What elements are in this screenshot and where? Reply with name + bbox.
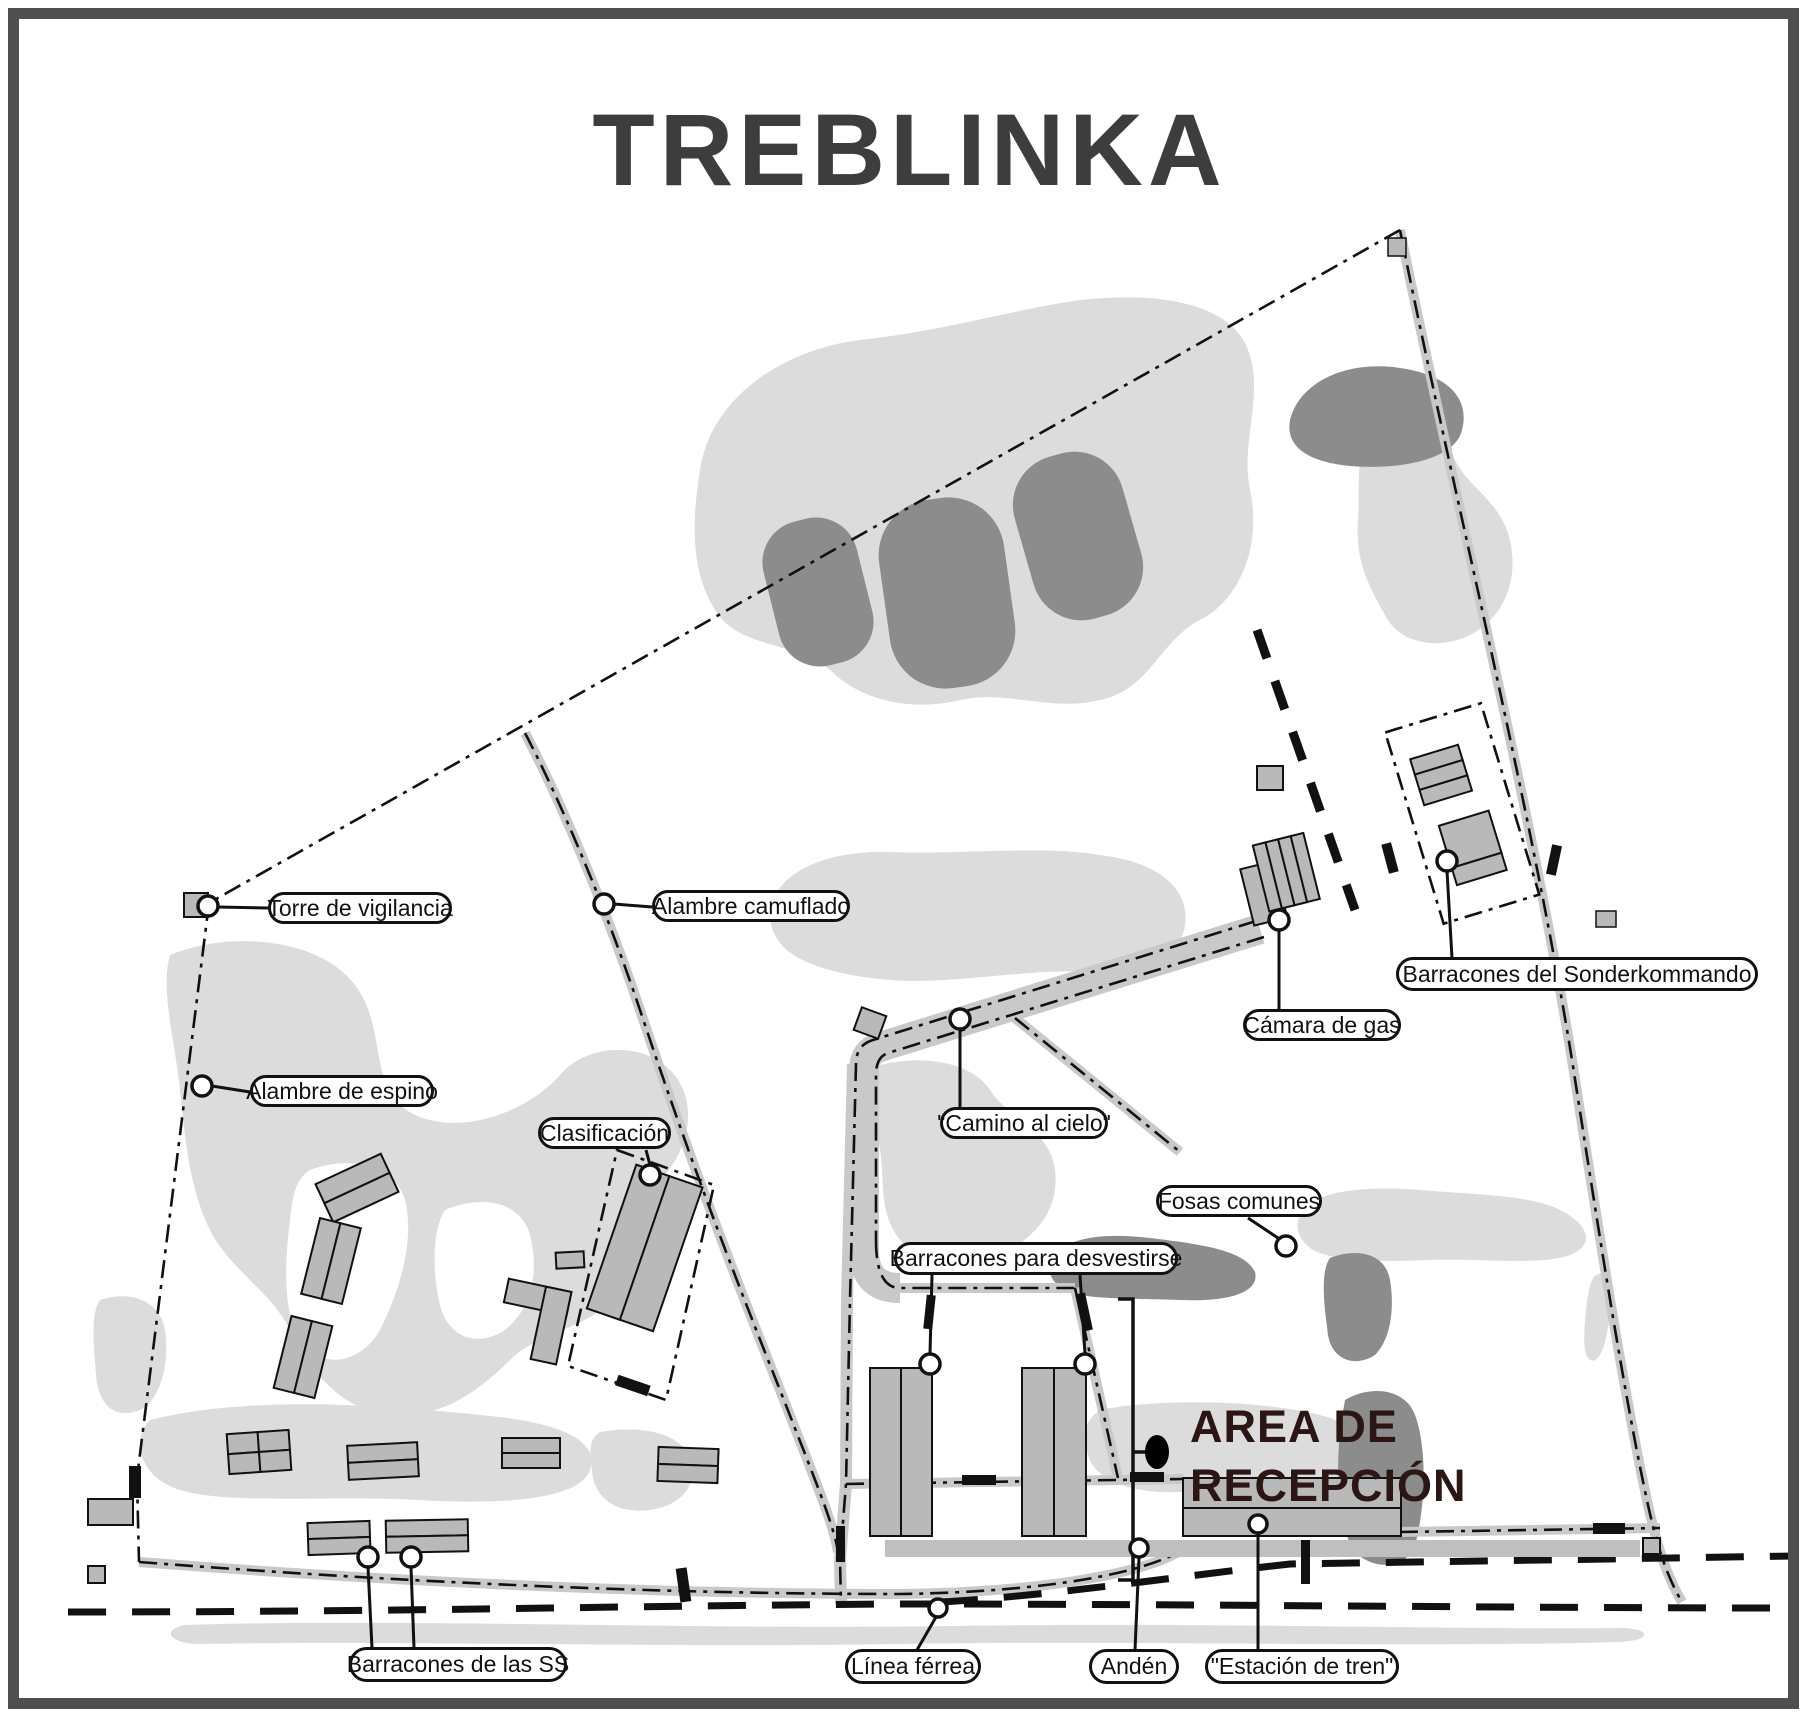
barrack xyxy=(314,1152,400,1224)
l-shaped-building xyxy=(502,1277,573,1366)
reception-area-label: AREA DE RECEPCIÓN xyxy=(1190,1398,1467,1515)
small-building xyxy=(852,1005,888,1041)
barrack xyxy=(656,1445,720,1485)
ss-barrack xyxy=(384,1518,470,1554)
train-station xyxy=(1182,1477,1402,1537)
sonderkommando-enclosure xyxy=(1383,701,1541,926)
reception-line1: AREA DE xyxy=(1190,1401,1398,1452)
leader-lines xyxy=(211,870,1454,1651)
label-anden: Andén xyxy=(1089,1649,1179,1684)
label-fosas-comunes: Fosas comunes xyxy=(1156,1185,1322,1217)
gate xyxy=(1301,1540,1310,1584)
building-outside-fence xyxy=(87,1498,134,1526)
small-building xyxy=(87,1565,106,1584)
label-estacion-de-tren: "Estación de tren" xyxy=(1205,1649,1399,1684)
gate xyxy=(1545,844,1563,876)
label-barracones-sonderkommando: Barracones del Sonderkommando xyxy=(1396,957,1758,991)
small-building xyxy=(1642,1537,1661,1555)
fence-reception-east xyxy=(1073,1287,1120,1479)
gate xyxy=(1130,1472,1164,1482)
fence-camouflaged-wire xyxy=(523,732,840,1553)
reception-dot xyxy=(1145,1435,1169,1469)
gate xyxy=(129,1466,141,1498)
reception-line2: RECEPCIÓN xyxy=(1190,1459,1467,1511)
label-torre-de-vigilancia: Torre de vigilancia xyxy=(267,892,453,924)
fence-reception-south xyxy=(845,1477,1184,1486)
railway-main xyxy=(67,1600,1796,1616)
page-title: TREBLINKA xyxy=(592,93,1227,207)
label-alambre-camuflado: Alambre camuflado xyxy=(652,890,850,922)
gate xyxy=(836,1526,845,1562)
barrack xyxy=(299,1216,363,1306)
undressing-barrack xyxy=(1021,1367,1087,1537)
label-camara-de-gas: Cámara de gas xyxy=(1243,1009,1401,1041)
reception-bracket xyxy=(1118,1297,1169,1582)
gate xyxy=(962,1475,996,1485)
sonderkommando-barracks xyxy=(1408,743,1508,887)
leader-dots xyxy=(190,849,1459,1619)
gate xyxy=(1075,1292,1093,1332)
buildings xyxy=(87,237,1661,1584)
barrack xyxy=(272,1314,334,1400)
camino-east-line xyxy=(874,935,1265,1240)
barrack xyxy=(501,1437,561,1469)
label-linea-ferrea: Línea férrea xyxy=(845,1649,981,1684)
platform xyxy=(885,1540,1640,1557)
undressing-barrack xyxy=(869,1367,933,1537)
gate xyxy=(614,1374,651,1397)
label-camino-al-cielo: "Camino al cielo" xyxy=(937,1107,1111,1139)
fence-reception-north xyxy=(874,1239,1075,1290)
fence-south xyxy=(138,1546,1186,1596)
barrack xyxy=(346,1441,420,1481)
fence-northwest xyxy=(208,228,1401,905)
camino-west-line xyxy=(838,919,1257,1605)
railways xyxy=(67,628,1796,1616)
label-clasificacion: Clasificación xyxy=(538,1117,671,1149)
gate xyxy=(1593,1523,1625,1534)
label-barracones-desvestirse: Barracones para desvestirse xyxy=(890,1242,1182,1275)
gate xyxy=(675,1567,692,1603)
ss-barrack xyxy=(306,1519,372,1557)
barrack xyxy=(225,1428,293,1476)
small-building xyxy=(1256,765,1284,791)
label-barracones-ss: Barracones de las SS xyxy=(347,1647,569,1682)
small-building xyxy=(554,1250,586,1270)
label-alambre-de-espino: Alambre de espino xyxy=(246,1075,438,1107)
gate xyxy=(1381,842,1399,874)
corner-marker xyxy=(1387,237,1407,257)
fence-east xyxy=(1398,229,1684,1603)
railway-branch xyxy=(939,1552,1796,1606)
small-building xyxy=(1595,910,1617,928)
